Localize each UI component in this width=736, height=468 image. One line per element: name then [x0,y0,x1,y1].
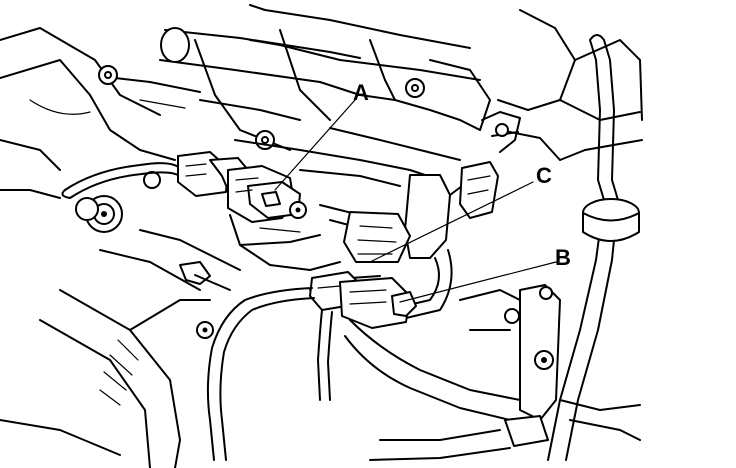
sensor-wire-b [206,287,333,461]
connector-b [309,271,417,329]
leader-line-a [274,99,356,191]
callout-label-b: B [555,245,571,270]
callout-label-a: A [353,80,369,105]
callout-label-c: C [536,163,552,188]
engine-block-left [0,27,201,199]
harness-tube-right [547,34,640,461]
connector-c [343,174,496,263]
lower-right-bracket [504,284,641,447]
bolt-left [75,171,161,233]
bracket-right [459,111,521,219]
connector-left [177,151,249,197]
sensor-wire-left [61,162,181,199]
rear-panel [497,9,643,161]
connector-a [227,165,307,223]
lower-bracket [0,229,241,468]
leader-line-c [369,181,534,263]
leader-lines [274,99,557,303]
leader-line-b [399,261,557,303]
intake-tubes [159,4,491,151]
